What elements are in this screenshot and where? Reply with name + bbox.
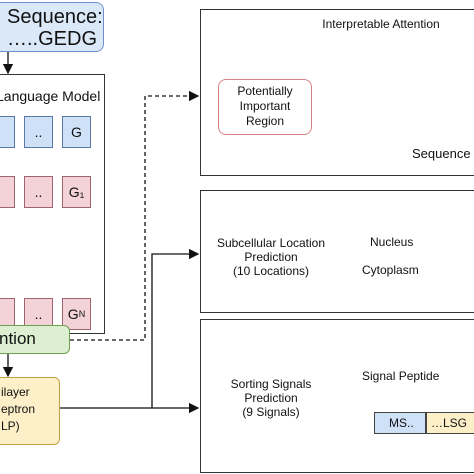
token-r1-c2: G₁ <box>62 176 91 208</box>
mlp-line-2: eptron <box>1 402 36 416</box>
subcellular-line-3: (10 Locations) <box>232 264 310 278</box>
attention-box: ntion <box>0 325 70 354</box>
input-label: Sequence: <box>7 6 103 28</box>
nucleus-label: Nucleus <box>370 235 414 249</box>
region-label-line-2: Important <box>239 99 291 113</box>
input-sequence: …..GEDG <box>7 28 98 50</box>
potentially-important-region-box: Potentially Important Region <box>218 79 312 135</box>
signal-peptide-label: Signal Peptide <box>362 369 440 383</box>
language-model-title: Language Model <box>0 88 101 104</box>
mlp-line-1: ilayer <box>1 385 30 399</box>
token-r1-c0 <box>0 176 15 208</box>
sequence-end-box: …LSG <box>426 412 474 434</box>
subcellular-location-panel <box>200 190 474 313</box>
sorting-line-1: Sorting Signals <box>230 377 312 391</box>
token-r0-c2: G <box>62 116 91 148</box>
sorting-signals-panel <box>200 319 474 473</box>
region-label-line-1: Potentially <box>237 84 293 98</box>
dashed-arrow-attention-to-interpretation <box>70 90 200 341</box>
input-sequence-box: Sequence: …..GEDG <box>0 2 104 52</box>
subcellular-line-2: Prediction <box>244 250 298 264</box>
subcellular-line-1: Subcellular Location <box>216 236 326 250</box>
arrow-mlp-to-subcellular <box>60 248 200 409</box>
sorting-line-2: Prediction <box>244 391 298 405</box>
subcellular-prediction-label: Subcellular Location Prediction (10 Loca… <box>212 236 330 278</box>
token-r1-c1: .. <box>24 176 53 208</box>
mlp-box: ilayer eptron LP) <box>0 377 60 445</box>
region-label-line-3: Region <box>245 114 285 128</box>
token-r0-c0 <box>0 116 15 148</box>
sorting-signals-label: Sorting Signals Prediction (9 Signals) <box>212 377 330 419</box>
interpretable-attention-title: Interpretable Attention <box>322 17 440 31</box>
cytoplasm-label: Cytoplasm <box>362 263 419 277</box>
sorting-line-3: (9 Signals) <box>242 405 300 419</box>
sequence-axis-label: Sequence <box>412 146 471 161</box>
token-r0-c1: .. <box>24 116 53 148</box>
signal-peptide-start-box: MS.. <box>374 412 426 434</box>
mlp-line-3: LP) <box>1 419 20 433</box>
